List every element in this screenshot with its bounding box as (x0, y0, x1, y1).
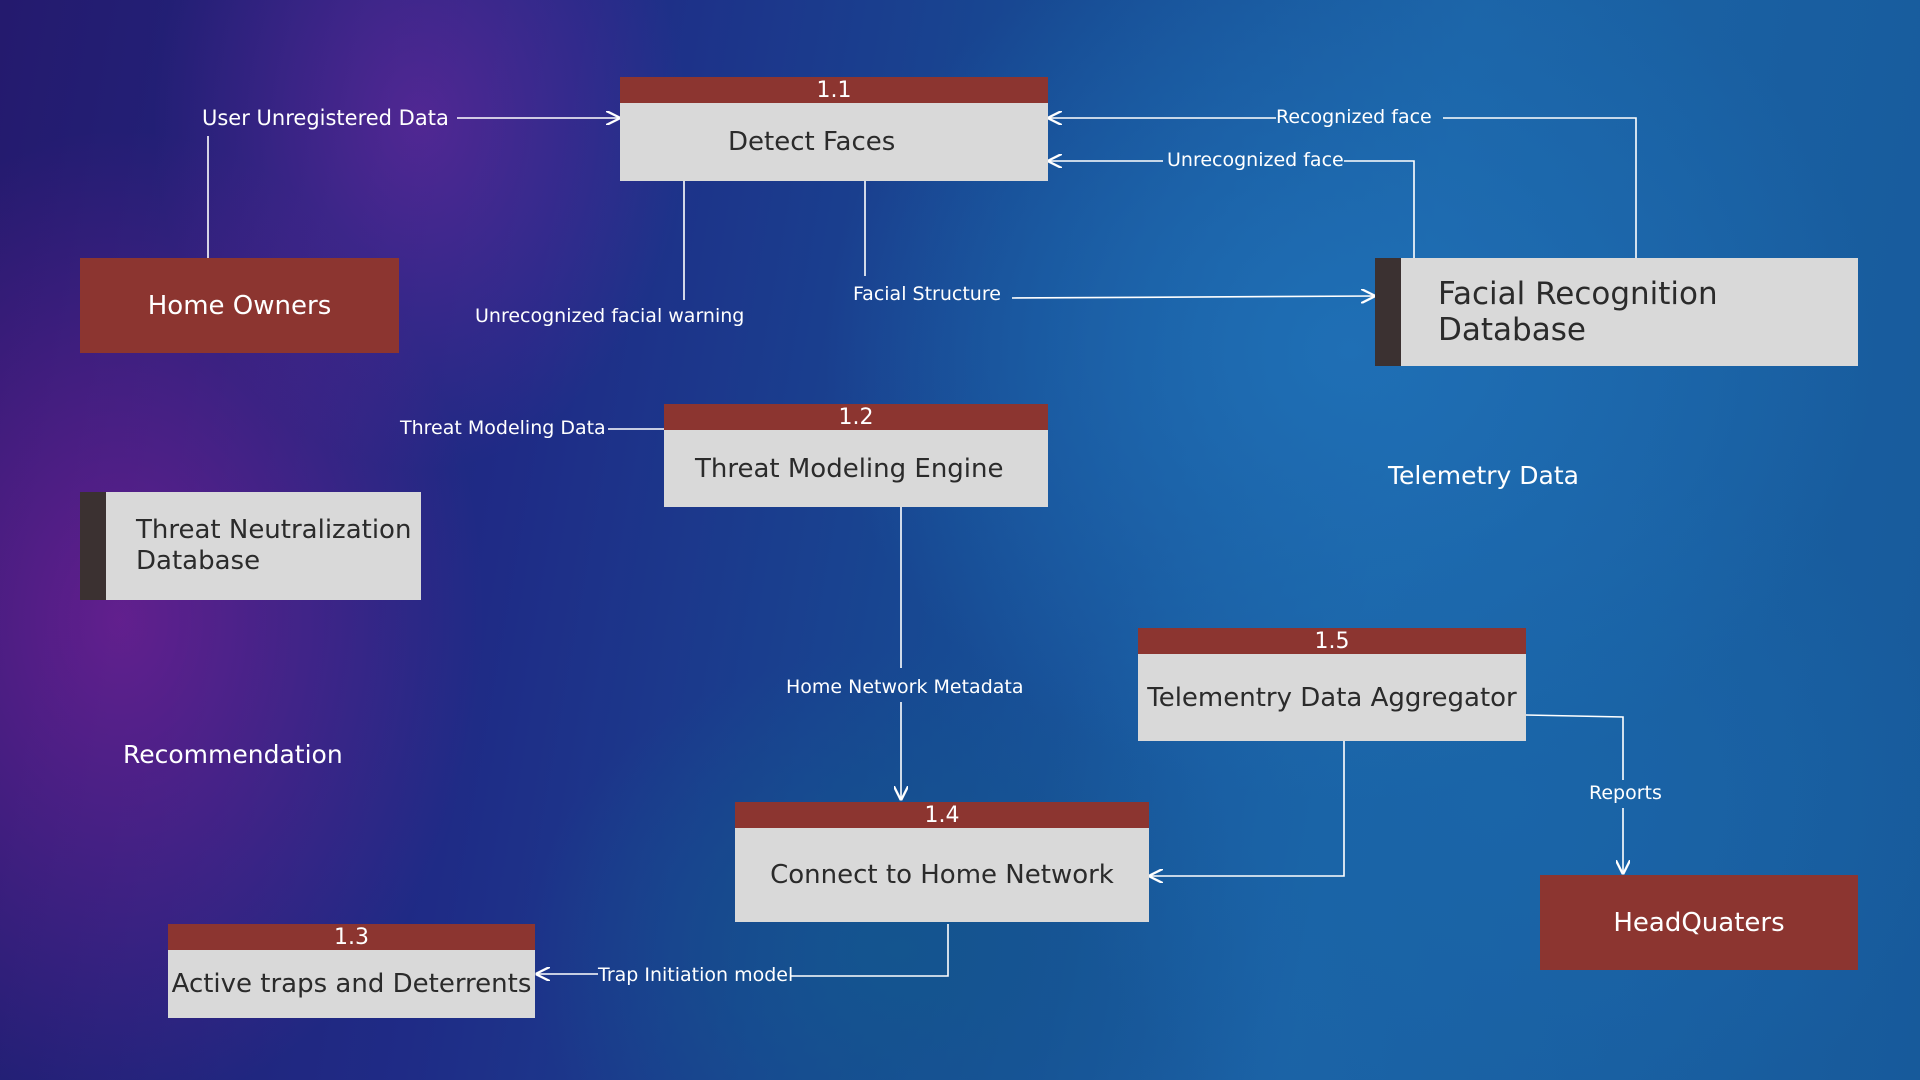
process-label: Connect to Home Network (735, 828, 1149, 922)
flow-label-telemetry-data: Telemetry Data (1388, 461, 1579, 490)
facial-structure-arrow (1011, 296, 1374, 298)
store-marker (80, 492, 106, 600)
trap-initiation-connector (790, 924, 949, 977)
process-number: 1.3 (168, 924, 535, 950)
store-label-line1: Threat Neutralization (136, 515, 412, 545)
store-marker (1375, 258, 1401, 366)
store-label-line2: Database (136, 546, 261, 576)
flow-label-recommendation: Recommendation (123, 740, 343, 769)
flow-label-trap-initiation: Trap Initiation model (598, 964, 794, 986)
store-label: Threat Neutralization Database (80, 515, 411, 577)
store-threat-neutralization-database[interactable]: Threat Neutralization Database (80, 492, 421, 600)
process-connect-home-network[interactable]: 1.4 Connect to Home Network (735, 802, 1149, 922)
aggregator-to-network-arrow (1150, 741, 1345, 876)
store-label: Facial Recognition Database (1438, 276, 1718, 348)
flow-label-unrecognized-face: Unrecognized face (1167, 149, 1344, 171)
process-number: 1.2 (664, 404, 1048, 430)
process-detect-faces[interactable]: 1.1 Detect Faces (620, 77, 1048, 181)
flow-label-recognized-face: Recognized face (1276, 106, 1432, 128)
process-label: Threat Modeling Engine (664, 430, 1048, 507)
flow-label-facial-structure: Facial Structure (853, 283, 1001, 305)
flow-label-home-network-metadata: Home Network Metadata (786, 676, 1024, 698)
process-label: Detect Faces (620, 103, 1048, 181)
process-label: Active traps and Deterrents (168, 950, 535, 1018)
process-threat-modeling-engine[interactable]: 1.2 Threat Modeling Engine (664, 404, 1048, 507)
entity-home-owners[interactable]: Home Owners (80, 258, 399, 353)
recognized-face-arrow (1443, 117, 1637, 263)
flow-label-threat-modeling-data: Threat Modeling Data (400, 417, 606, 439)
flow-label-user-unregistered: User Unregistered Data (202, 106, 449, 130)
process-telemetry-aggregator[interactable]: 1.5 Telementry Data Aggregator (1138, 628, 1526, 741)
process-label: Telementry Data Aggregator (1138, 654, 1526, 741)
process-active-traps[interactable]: 1.3 Active traps and Deterrents (168, 924, 535, 1018)
entity-headquarters[interactable]: HeadQuaters (1540, 875, 1858, 970)
unrecognized-face-arrow (1344, 160, 1415, 258)
process-number: 1.4 (735, 802, 1149, 828)
process-number: 1.1 (620, 77, 1048, 103)
reports-connector (1525, 714, 1624, 780)
store-facial-recognition-database[interactable]: Facial Recognition Database (1375, 258, 1858, 366)
process-number: 1.5 (1138, 628, 1526, 654)
flow-label-unrecognized-warning: Unrecognized facial warning (475, 305, 745, 327)
flow-label-reports: Reports (1589, 782, 1662, 804)
